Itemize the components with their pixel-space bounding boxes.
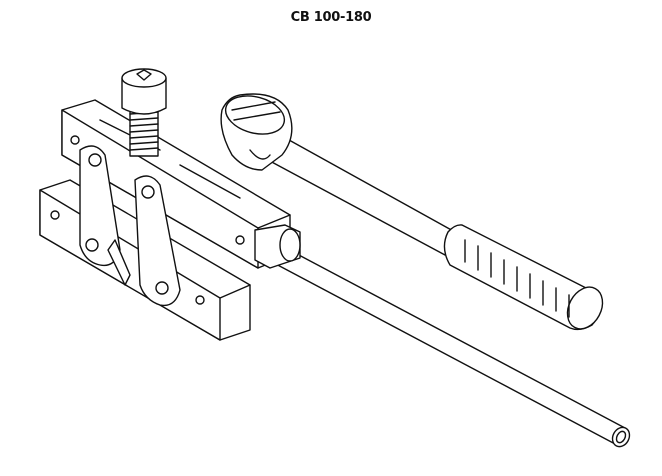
pressure-bolt bbox=[121, 68, 167, 157]
ratchet-wrench bbox=[220, 93, 604, 331]
knurled-grip bbox=[443, 224, 604, 331]
press-rod bbox=[271, 244, 631, 448]
drawing-title: CB 100-180 bbox=[290, 10, 372, 25]
link-plates bbox=[79, 145, 181, 307]
